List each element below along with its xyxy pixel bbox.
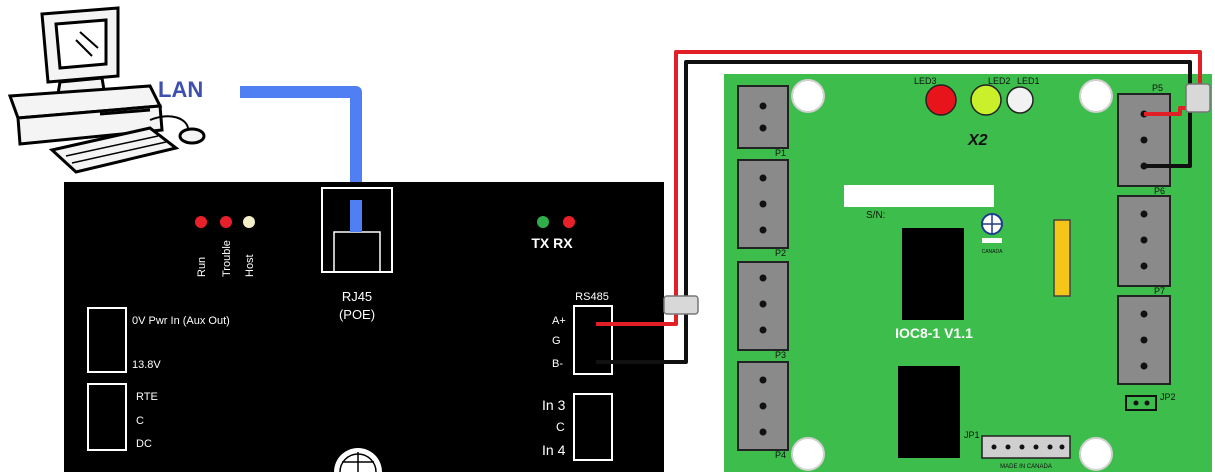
rs485-g-label: G xyxy=(552,335,561,347)
power-terminal: 0V Pwr In (Aux Out) 13.8V xyxy=(87,307,230,373)
serial-label-strip xyxy=(844,185,994,207)
host-led-label: Host xyxy=(244,254,256,277)
in4-label: In 4 xyxy=(542,442,566,458)
power-in-label: 0V Pwr In (Aux Out) xyxy=(132,315,230,327)
rs485-wires xyxy=(596,50,1211,364)
rte-terminal: RTE C DC xyxy=(87,383,158,451)
board-leds: LED3 LED2 LED1 xyxy=(914,76,1040,116)
rx-led xyxy=(563,216,575,228)
rs485-b-label: B- xyxy=(552,358,563,370)
dc-label: DC xyxy=(136,438,152,450)
rj45-label: RJ45 xyxy=(342,289,372,304)
jp1-label: JP1 xyxy=(964,430,980,440)
p4-label: P4 xyxy=(775,450,786,460)
p2-label: P2 xyxy=(775,248,786,258)
in3-label: In 3 xyxy=(542,397,566,413)
run-led xyxy=(195,216,207,228)
jp1-header xyxy=(981,435,1071,459)
led1-label: LED1 xyxy=(1017,76,1040,86)
led1 xyxy=(1006,86,1034,114)
serial-label: S/N: xyxy=(866,210,885,221)
yellow-component xyxy=(1053,219,1071,297)
computer-icon xyxy=(7,6,206,174)
status-leds: Run Trouble Host xyxy=(195,216,256,277)
rte-c-label: C xyxy=(136,415,144,427)
globe-logo-icon xyxy=(334,448,382,472)
run-led-label: Run xyxy=(196,257,208,277)
jp2-jumper xyxy=(1125,395,1157,411)
led2-label: LED2 xyxy=(988,76,1011,86)
input-terminal: In 3 C In 4 xyxy=(542,393,613,461)
led3 xyxy=(925,84,957,116)
trouble-led-label: Trouble xyxy=(221,240,233,277)
cert-logo-icon xyxy=(981,213,1003,243)
p7-label: P7 xyxy=(1154,286,1165,296)
tx-led xyxy=(537,216,549,228)
lan-label: LAN xyxy=(158,77,203,102)
rs485-a-label: A+ xyxy=(552,315,566,327)
rs485-terminal: RS485 A+ G B- xyxy=(552,291,613,375)
cert-logo-caption: CANADA xyxy=(982,249,1004,255)
board-model: IOC8-1 V1.1 xyxy=(895,325,973,341)
x2-marking: X2 xyxy=(967,132,988,149)
rte-label: RTE xyxy=(136,391,158,403)
rs485-title: RS485 xyxy=(575,291,609,303)
trouble-led xyxy=(220,216,232,228)
p5-label: P5 xyxy=(1152,83,1163,93)
led3-label: LED3 xyxy=(914,76,937,86)
right-connectors: P5 P6 P7 xyxy=(1117,83,1171,385)
comm-leds: TX RX xyxy=(531,216,575,251)
p3-label: P3 xyxy=(775,350,786,360)
relay-bottom xyxy=(898,366,960,458)
poe-label: (POE) xyxy=(339,307,375,322)
host-led xyxy=(243,216,255,228)
tx-rx-label: TX RX xyxy=(531,235,573,251)
led2 xyxy=(970,84,1002,116)
jp2-label: JP2 xyxy=(1160,392,1176,402)
left-connectors: P1 P2 P3 P4 xyxy=(737,85,789,460)
p1-label: P1 xyxy=(775,148,786,158)
made-in-label: MADE IN CANADA xyxy=(1000,464,1052,470)
relay-top xyxy=(902,228,964,320)
power-13v8-label: 13.8V xyxy=(132,359,161,371)
in-c-label: C xyxy=(556,420,565,434)
p6-label: P6 xyxy=(1154,186,1165,196)
controller-board xyxy=(64,182,664,472)
